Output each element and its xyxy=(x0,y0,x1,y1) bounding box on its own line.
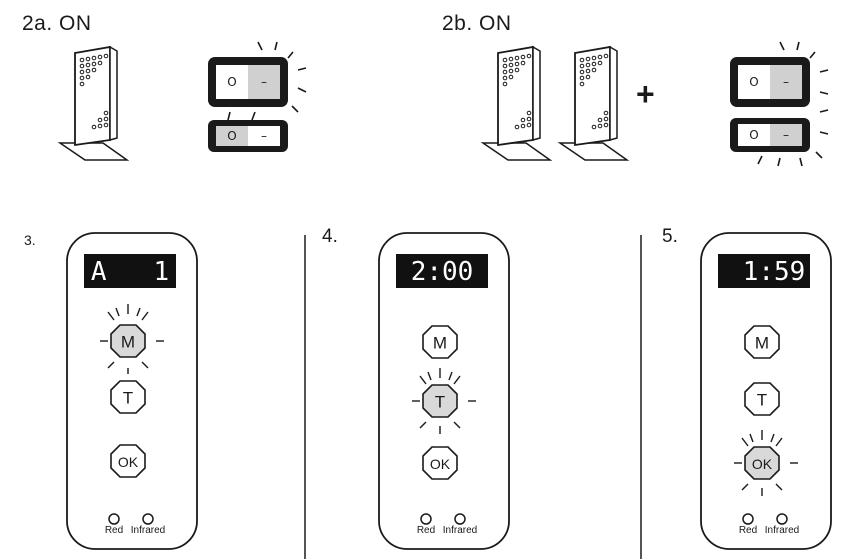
ok-label-step-5: OK xyxy=(752,456,773,472)
led-infrared-step-4: Infrared xyxy=(443,525,477,536)
switch-off-symbol: – xyxy=(261,75,267,89)
led-infrared-step-5: Infrared xyxy=(765,525,799,536)
divider-right xyxy=(640,235,642,559)
switch-off-symbol-lower: – xyxy=(261,129,267,143)
t-label-step-5: T xyxy=(757,391,767,410)
led-red-step-3: Red xyxy=(105,525,123,536)
display-step-5: 1:59 xyxy=(743,257,806,287)
led-red-step-5: Red xyxy=(739,525,757,536)
t-button-step-3 xyxy=(110,380,146,414)
display-step-4: 2:00 xyxy=(411,257,474,287)
led-infrared-step-3: Infrared xyxy=(131,525,165,536)
switch-off-symbol-2b: – xyxy=(783,75,789,89)
switch-on-symbol-lower: O xyxy=(227,129,236,143)
switch-on-symbol-2b: O xyxy=(749,75,758,89)
power-switches-2a: O – O – xyxy=(208,41,307,152)
t-label-step-4: T xyxy=(435,393,445,412)
ok-button-step-4 xyxy=(422,446,458,480)
plus-sign: + xyxy=(636,76,655,112)
divider-left xyxy=(304,235,306,559)
switch-off-symbol-2b-lower: – xyxy=(783,128,789,142)
ok-label-step-3: OK xyxy=(118,454,139,470)
ok-button-step-5 xyxy=(744,446,780,480)
m-button-step-3 xyxy=(110,324,146,358)
step-2a-title: 2a. ON xyxy=(22,12,92,35)
panel-device-icon-left xyxy=(480,45,553,161)
step-3-number: 3. xyxy=(24,232,36,248)
panel-device-icon xyxy=(57,45,130,161)
switch-on-symbol: O xyxy=(227,75,236,89)
m-button-step-5 xyxy=(744,325,780,359)
panel-device-icon-right xyxy=(557,45,630,161)
step-4-number: 4. xyxy=(322,226,338,247)
step-2b-title: 2b. ON xyxy=(442,12,512,35)
power-switches-2b: O – O – xyxy=(730,41,829,167)
ok-button-step-3 xyxy=(110,444,146,478)
ok-label-step-4: OK xyxy=(430,456,451,472)
t-button-step-4 xyxy=(422,384,458,418)
remote-step-3: A 1 M T OK Red Infrared xyxy=(66,232,198,550)
m-label-step-3: M xyxy=(121,333,135,352)
remote-step-5: 1:59 M T OK Red Infrared xyxy=(700,232,832,550)
t-button-step-5 xyxy=(744,382,780,416)
m-label-step-4: M xyxy=(433,334,447,353)
led-red-step-4: Red xyxy=(417,525,435,536)
display-step-3: A 1 xyxy=(91,257,169,287)
t-label-step-3: T xyxy=(123,389,133,408)
m-label-step-5: M xyxy=(755,334,769,353)
m-button-step-4 xyxy=(422,325,458,359)
switch-on-symbol-2b-lower: O xyxy=(749,128,758,142)
remote-step-4: 2:00 M T OK Red Infrared xyxy=(378,232,510,550)
step-5-number: 5. xyxy=(662,226,678,247)
